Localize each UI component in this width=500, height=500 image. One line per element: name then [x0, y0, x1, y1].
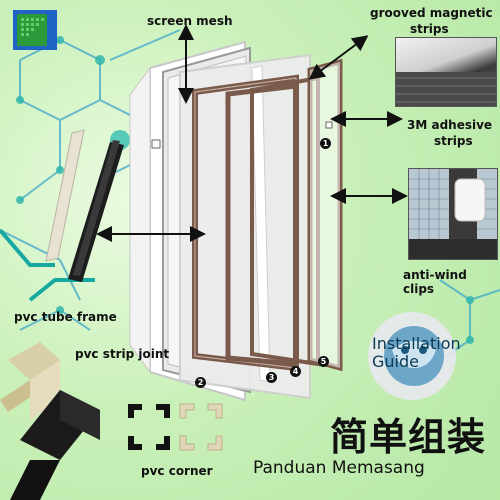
grooved-magnetic-label-1: grooved magnetic: [370, 6, 493, 20]
badge-2: 2: [195, 377, 206, 388]
magnetic-strip-texture: [396, 72, 496, 106]
chinese-title: 简单组装: [330, 415, 487, 459]
pvc-tube-frame-label: pvc tube frame: [14, 310, 117, 324]
subtitle: Panduan Memasang: [253, 458, 425, 478]
badge-5: 5: [318, 356, 329, 367]
installation-guide-line1: Installation: [372, 334, 461, 353]
badge-1: 1: [320, 138, 331, 149]
pvc-strip-joint-label: pvc strip joint: [75, 347, 170, 361]
adhesive-strips-label-1: 3M adhesive: [407, 118, 493, 132]
installation-guide-text: Installation Guide: [372, 335, 461, 371]
badge-4: 4: [290, 366, 301, 377]
installation-guide-line2: Guide: [372, 352, 419, 371]
pvc-corner-label: pvc corner: [141, 464, 213, 478]
grooved-magnetic-label-2: strips: [410, 22, 449, 36]
brand-logo-icon: [13, 10, 57, 50]
adhesive-strips-label-2: strips: [434, 134, 473, 148]
badge-3: 3: [266, 372, 277, 383]
screen-mesh-label: screen mesh: [147, 14, 233, 28]
anti-wind-clips-label: anti-wind clips: [403, 268, 467, 296]
magnetic-strip-photo: [395, 37, 497, 107]
anti-wind-clip-photo: [408, 168, 498, 260]
anti-wind-clip-image: [409, 169, 497, 259]
